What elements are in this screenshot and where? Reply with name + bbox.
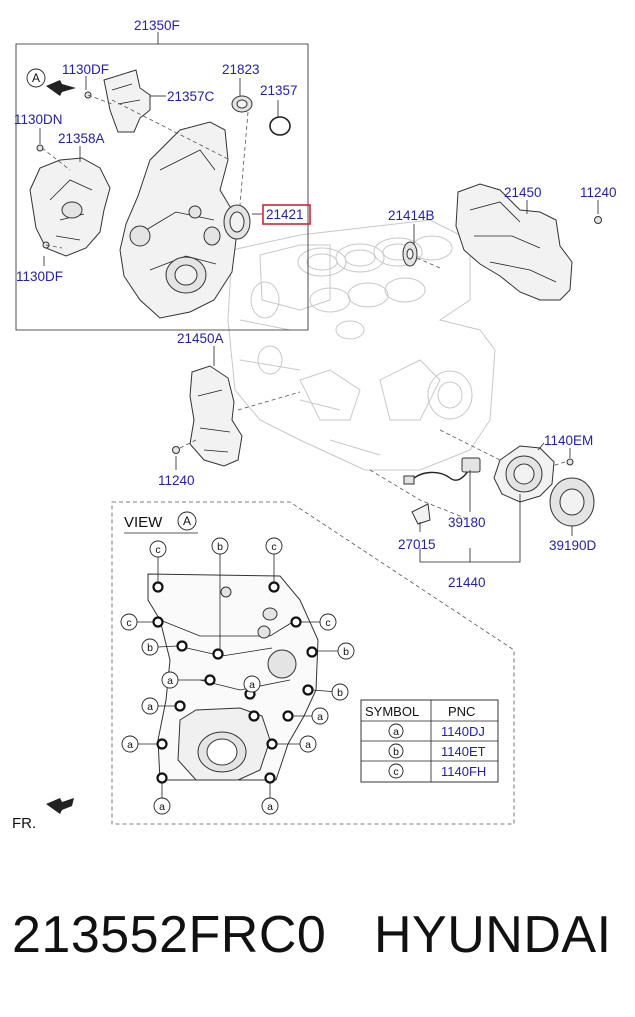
callout-a: a bbox=[305, 739, 311, 751]
callout-c: c bbox=[155, 544, 160, 556]
label-21450a: 21450A bbox=[177, 331, 224, 346]
label-assembly: 21350F bbox=[134, 18, 180, 33]
highlight-box-21421 bbox=[262, 204, 311, 225]
callout-c: c bbox=[271, 541, 276, 553]
label-21358a: 21358A bbox=[58, 131, 105, 146]
label-21421[interactable]: 21421 bbox=[266, 207, 304, 222]
label-11240-right: 11240 bbox=[580, 185, 617, 200]
callout-b: b bbox=[343, 646, 349, 658]
label-1130df-top: 1130DF bbox=[62, 62, 109, 77]
front-indicator: FR. bbox=[12, 798, 74, 832]
label-21414b: 21414B bbox=[388, 208, 435, 223]
label-21823: 21823 bbox=[222, 62, 260, 77]
table-pnc: 1140FH bbox=[441, 764, 486, 779]
label-1130df-bottom: 1130DF bbox=[16, 269, 63, 284]
brand-name: HYUNDAI bbox=[374, 906, 612, 964]
callout-c: c bbox=[325, 617, 330, 629]
table-pnc: 1140DJ bbox=[441, 724, 485, 739]
front-label: FR. bbox=[12, 815, 36, 832]
view-marker: A bbox=[32, 71, 40, 85]
label-39180: 39180 bbox=[448, 515, 486, 530]
rear-parts bbox=[369, 429, 595, 527]
timing-cover-assembly-box bbox=[15, 32, 309, 331]
table-header-pnc: PNC bbox=[448, 704, 475, 719]
table-pnc: 1140ET bbox=[441, 744, 486, 759]
table-symbol: a bbox=[393, 726, 399, 738]
label-21357c: 21357C bbox=[167, 89, 215, 104]
callout-a: a bbox=[159, 801, 165, 813]
callout-a: a bbox=[267, 801, 273, 813]
label-39190d: 39190D bbox=[549, 538, 597, 553]
view-marker-circle bbox=[26, 68, 46, 88]
label-21440: 21440 bbox=[448, 575, 486, 590]
view-title-marker: A bbox=[183, 514, 191, 528]
label-21450: 21450 bbox=[504, 185, 542, 200]
table-symbol: c bbox=[393, 766, 398, 778]
callout-b: b bbox=[337, 687, 343, 699]
side-cover-21450 bbox=[402, 183, 602, 301]
label-21357: 21357 bbox=[260, 83, 298, 98]
callout-a: a bbox=[249, 679, 255, 691]
view-title: VIEW bbox=[124, 514, 163, 531]
callout-a: a bbox=[147, 701, 153, 713]
engine-block-ghost bbox=[227, 219, 496, 471]
lower-cover-21450A bbox=[172, 365, 301, 467]
table-header-symbol: SYMBOL bbox=[365, 704, 419, 719]
view-arrow-icon bbox=[46, 80, 76, 96]
part-number: 213552FRC0 bbox=[12, 906, 327, 964]
callout-c: c bbox=[126, 617, 131, 629]
leader-lines bbox=[39, 76, 599, 563]
symbol-table: SYMBOL PNC a 1140DJ b 1140ET c 1140FH bbox=[360, 699, 499, 783]
front-arrow-icon bbox=[46, 798, 74, 814]
timing-cover-parts bbox=[29, 69, 291, 319]
label-27015: 27015 bbox=[398, 537, 436, 552]
callout-a: a bbox=[127, 739, 133, 751]
view-a-panel: VIEW A c b c bbox=[111, 501, 515, 825]
callout-b: b bbox=[147, 642, 153, 654]
table-symbol: b bbox=[393, 746, 399, 758]
callout-a: a bbox=[167, 675, 173, 687]
callout-b: b bbox=[217, 541, 223, 553]
label-1130dn: 1130DN bbox=[14, 112, 63, 127]
label-1140em: 1140EM bbox=[544, 433, 593, 448]
callout-a: a bbox=[317, 711, 323, 723]
label-11240-left: 11240 bbox=[158, 473, 195, 488]
